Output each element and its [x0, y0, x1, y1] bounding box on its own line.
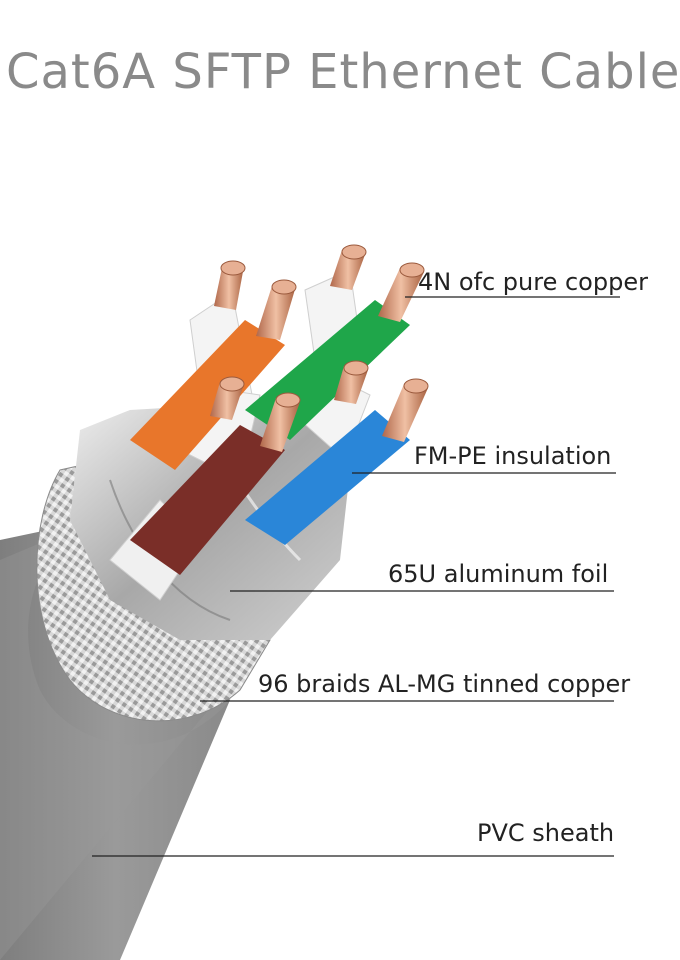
blue-wire	[245, 410, 410, 545]
label-insulation: FM-PE insulation	[414, 442, 612, 470]
orange-wire	[130, 320, 285, 470]
label-foil: 65U aluminum foil	[388, 560, 609, 588]
copper-conductors	[210, 244, 429, 452]
label-conductor: 4N ofc pure copper	[418, 268, 648, 296]
label-sheath: PVC sheath	[477, 819, 615, 847]
cable-illustration	[0, 244, 620, 960]
label-braid: 96 braids AL-MG tinned copper	[258, 670, 631, 698]
leader-lines	[92, 296, 620, 857]
brown-wire	[130, 425, 285, 575]
page-title: Cat6A SFTP Ethernet Cable	[6, 44, 680, 100]
